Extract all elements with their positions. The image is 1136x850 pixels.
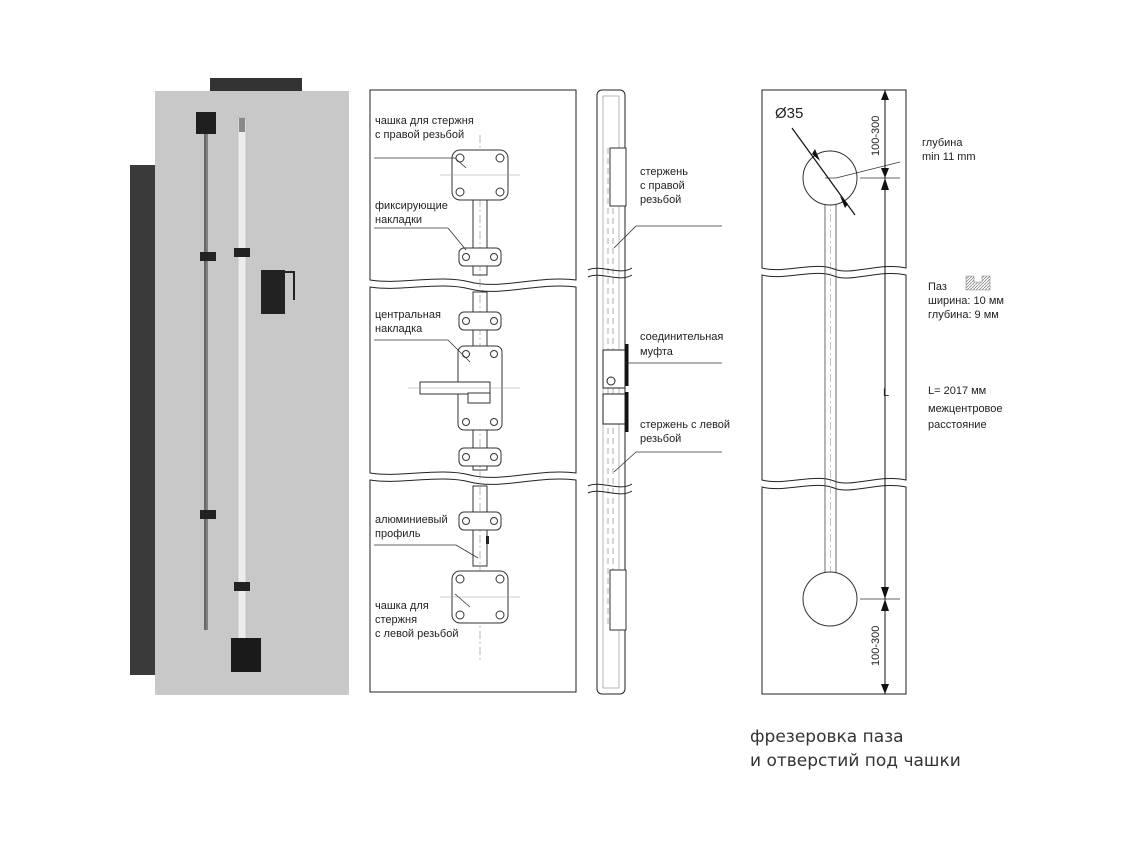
label-cup-left-line2: стержня bbox=[375, 614, 417, 626]
milling-panel bbox=[761, 89, 991, 695]
dim-top-label: 100-300 bbox=[870, 116, 882, 156]
depth-label: глубина min 11 mm bbox=[922, 137, 976, 163]
label-rod-right: стержень с правой резьбой bbox=[640, 166, 691, 206]
label-coupling-line1: соединительная bbox=[640, 331, 723, 343]
label-cup-left-line1: чашка для bbox=[375, 600, 429, 612]
groove-label-line2: ширина: 10 мм bbox=[928, 295, 1004, 307]
length-label-line2: межцентровое bbox=[928, 403, 1003, 415]
label-cup-left-line3: с левой резьбой bbox=[375, 628, 458, 640]
label-central-pad-line2: накладка bbox=[375, 323, 423, 335]
label-cup-right: чашка для стержня с правой резьбой bbox=[375, 115, 477, 141]
length-symbol: L bbox=[883, 387, 889, 399]
label-fixing-pads: фиксирующие накладки bbox=[375, 200, 451, 226]
label-rod-right-line1: стержень bbox=[640, 166, 688, 178]
label-coupling: соединительная муфта bbox=[640, 331, 726, 358]
label-rod-left-line2: резьбой bbox=[640, 433, 681, 445]
label-rod-right-line3: резьбой bbox=[640, 194, 681, 206]
length-label-line1: L= 2017 мм bbox=[928, 385, 986, 397]
label-rod-left-line1: стержень с левой bbox=[640, 419, 730, 431]
render-panel bbox=[130, 78, 349, 695]
label-aluminum-profile-line2: профиль bbox=[375, 528, 421, 540]
length-label: L= 2017 мм межцентровое расстояние bbox=[928, 385, 1006, 431]
label-rod-left: стержень с левой резьбой bbox=[640, 419, 733, 445]
label-fixing-pads-line2: накладки bbox=[375, 214, 422, 226]
label-cup-right-line1: чашка для стержня bbox=[375, 115, 474, 127]
caption: фрезеровка паза и отверстий под чашки bbox=[750, 727, 961, 771]
label-central-pad: центральная накладка bbox=[375, 309, 444, 335]
label-central-pad-line1: центральная bbox=[375, 309, 441, 321]
depth-label-line1: глубина bbox=[922, 137, 963, 149]
caption-line1: фрезеровка паза bbox=[750, 727, 904, 747]
label-cup-left: чашка для стержня с левой резьбой bbox=[375, 600, 458, 640]
groove-label: Паз ширина: 10 мм глубина: 9 мм bbox=[928, 281, 1007, 321]
label-cup-right-line2: с правой резьбой bbox=[375, 129, 464, 141]
caption-line2: и отверстий под чашки bbox=[750, 751, 961, 771]
groove-label-line3: глубина: 9 мм bbox=[928, 309, 999, 321]
groove-label-line1: Паз bbox=[928, 281, 947, 293]
label-aluminum-profile-line1: алюминиевый bbox=[375, 514, 448, 526]
dim-bottom-label: 100-300 bbox=[870, 626, 882, 666]
label-coupling-line2: муфта bbox=[640, 346, 674, 358]
assembly-panel bbox=[369, 89, 577, 693]
side-panel bbox=[587, 89, 722, 695]
depth-label-line2: min 11 mm bbox=[922, 151, 976, 163]
label-fixing-pads-line1: фиксирующие bbox=[375, 200, 448, 212]
diameter-label: Ø35 bbox=[775, 105, 803, 122]
label-aluminum-profile: алюминиевый профиль bbox=[375, 514, 451, 540]
label-rod-right-line2: с правой bbox=[640, 180, 685, 192]
length-label-line3: расстояние bbox=[928, 419, 987, 431]
